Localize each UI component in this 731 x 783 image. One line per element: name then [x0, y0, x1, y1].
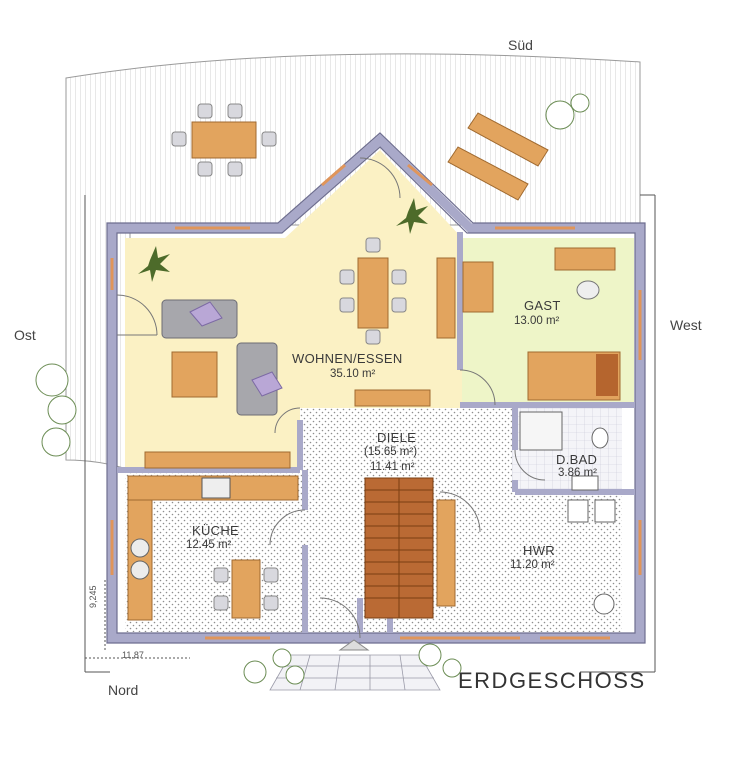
windows [110, 163, 642, 640]
coffee-table [171, 351, 218, 398]
boiler [593, 593, 615, 615]
staircase [364, 477, 434, 619]
kitchen-chairs [213, 567, 279, 611]
room-hwr-area: 11.20 m² [510, 559, 555, 571]
room-gast-area: 13.00 m² [514, 315, 560, 327]
sink [130, 538, 150, 558]
dimension-width: 11,87 [122, 650, 144, 660]
living-cabinet [144, 451, 291, 469]
entrance-arrow [338, 639, 370, 651]
room-dbad-name: D.BAD [556, 452, 598, 467]
guest-desk [554, 247, 616, 271]
room-diele-area-alt: (15.65 m²) [364, 446, 418, 458]
room-dbad-area: 3.86 m² [558, 467, 597, 479]
room-gast-name: GAST [524, 298, 561, 313]
entrance-steps [269, 654, 441, 691]
terrace-table [191, 121, 257, 159]
washer [567, 499, 589, 523]
room-diele-name: DIELE [377, 430, 417, 445]
bad-toilet [591, 427, 609, 449]
room-kueche-name: KÜCHE [192, 523, 240, 538]
compass-south: Süd [508, 37, 533, 53]
living-shelf [436, 257, 456, 339]
sofa [161, 299, 283, 416]
plant-icon [138, 198, 428, 282]
room-hwr-name: HWR [523, 543, 555, 558]
dining-table [357, 257, 389, 329]
dimension-depth: 9,245 [88, 585, 98, 608]
terrace-chairs [171, 103, 277, 177]
kitchen-table [231, 559, 261, 619]
compass-east: Ost [14, 327, 36, 343]
guest-wardrobe [462, 261, 494, 313]
compass-north: Nord [108, 682, 139, 698]
room-wohnen-name: WOHNEN/ESSEN [292, 351, 403, 366]
floor-title: ERDGESCHOSS [458, 668, 646, 693]
room-diele-area: 11.41 m² [370, 461, 415, 473]
bad-sink [571, 475, 599, 491]
dimension-lines [84, 194, 656, 673]
compass-west: West [670, 317, 702, 333]
stair-wardrobe [436, 499, 456, 607]
room-kueche-area: 12.45 m² [186, 539, 232, 551]
shower [519, 411, 563, 451]
dining-chairs [339, 237, 407, 345]
cooktop [201, 477, 231, 499]
inner-walls [117, 232, 635, 633]
dryer [594, 499, 616, 523]
living-sideboard [354, 389, 431, 407]
guest-chair [576, 280, 600, 300]
door-swings [116, 157, 546, 639]
sun-loungers [447, 112, 549, 201]
room-wohnen-area: 35.10 m² [330, 368, 376, 380]
shrub-icon [35, 93, 590, 685]
